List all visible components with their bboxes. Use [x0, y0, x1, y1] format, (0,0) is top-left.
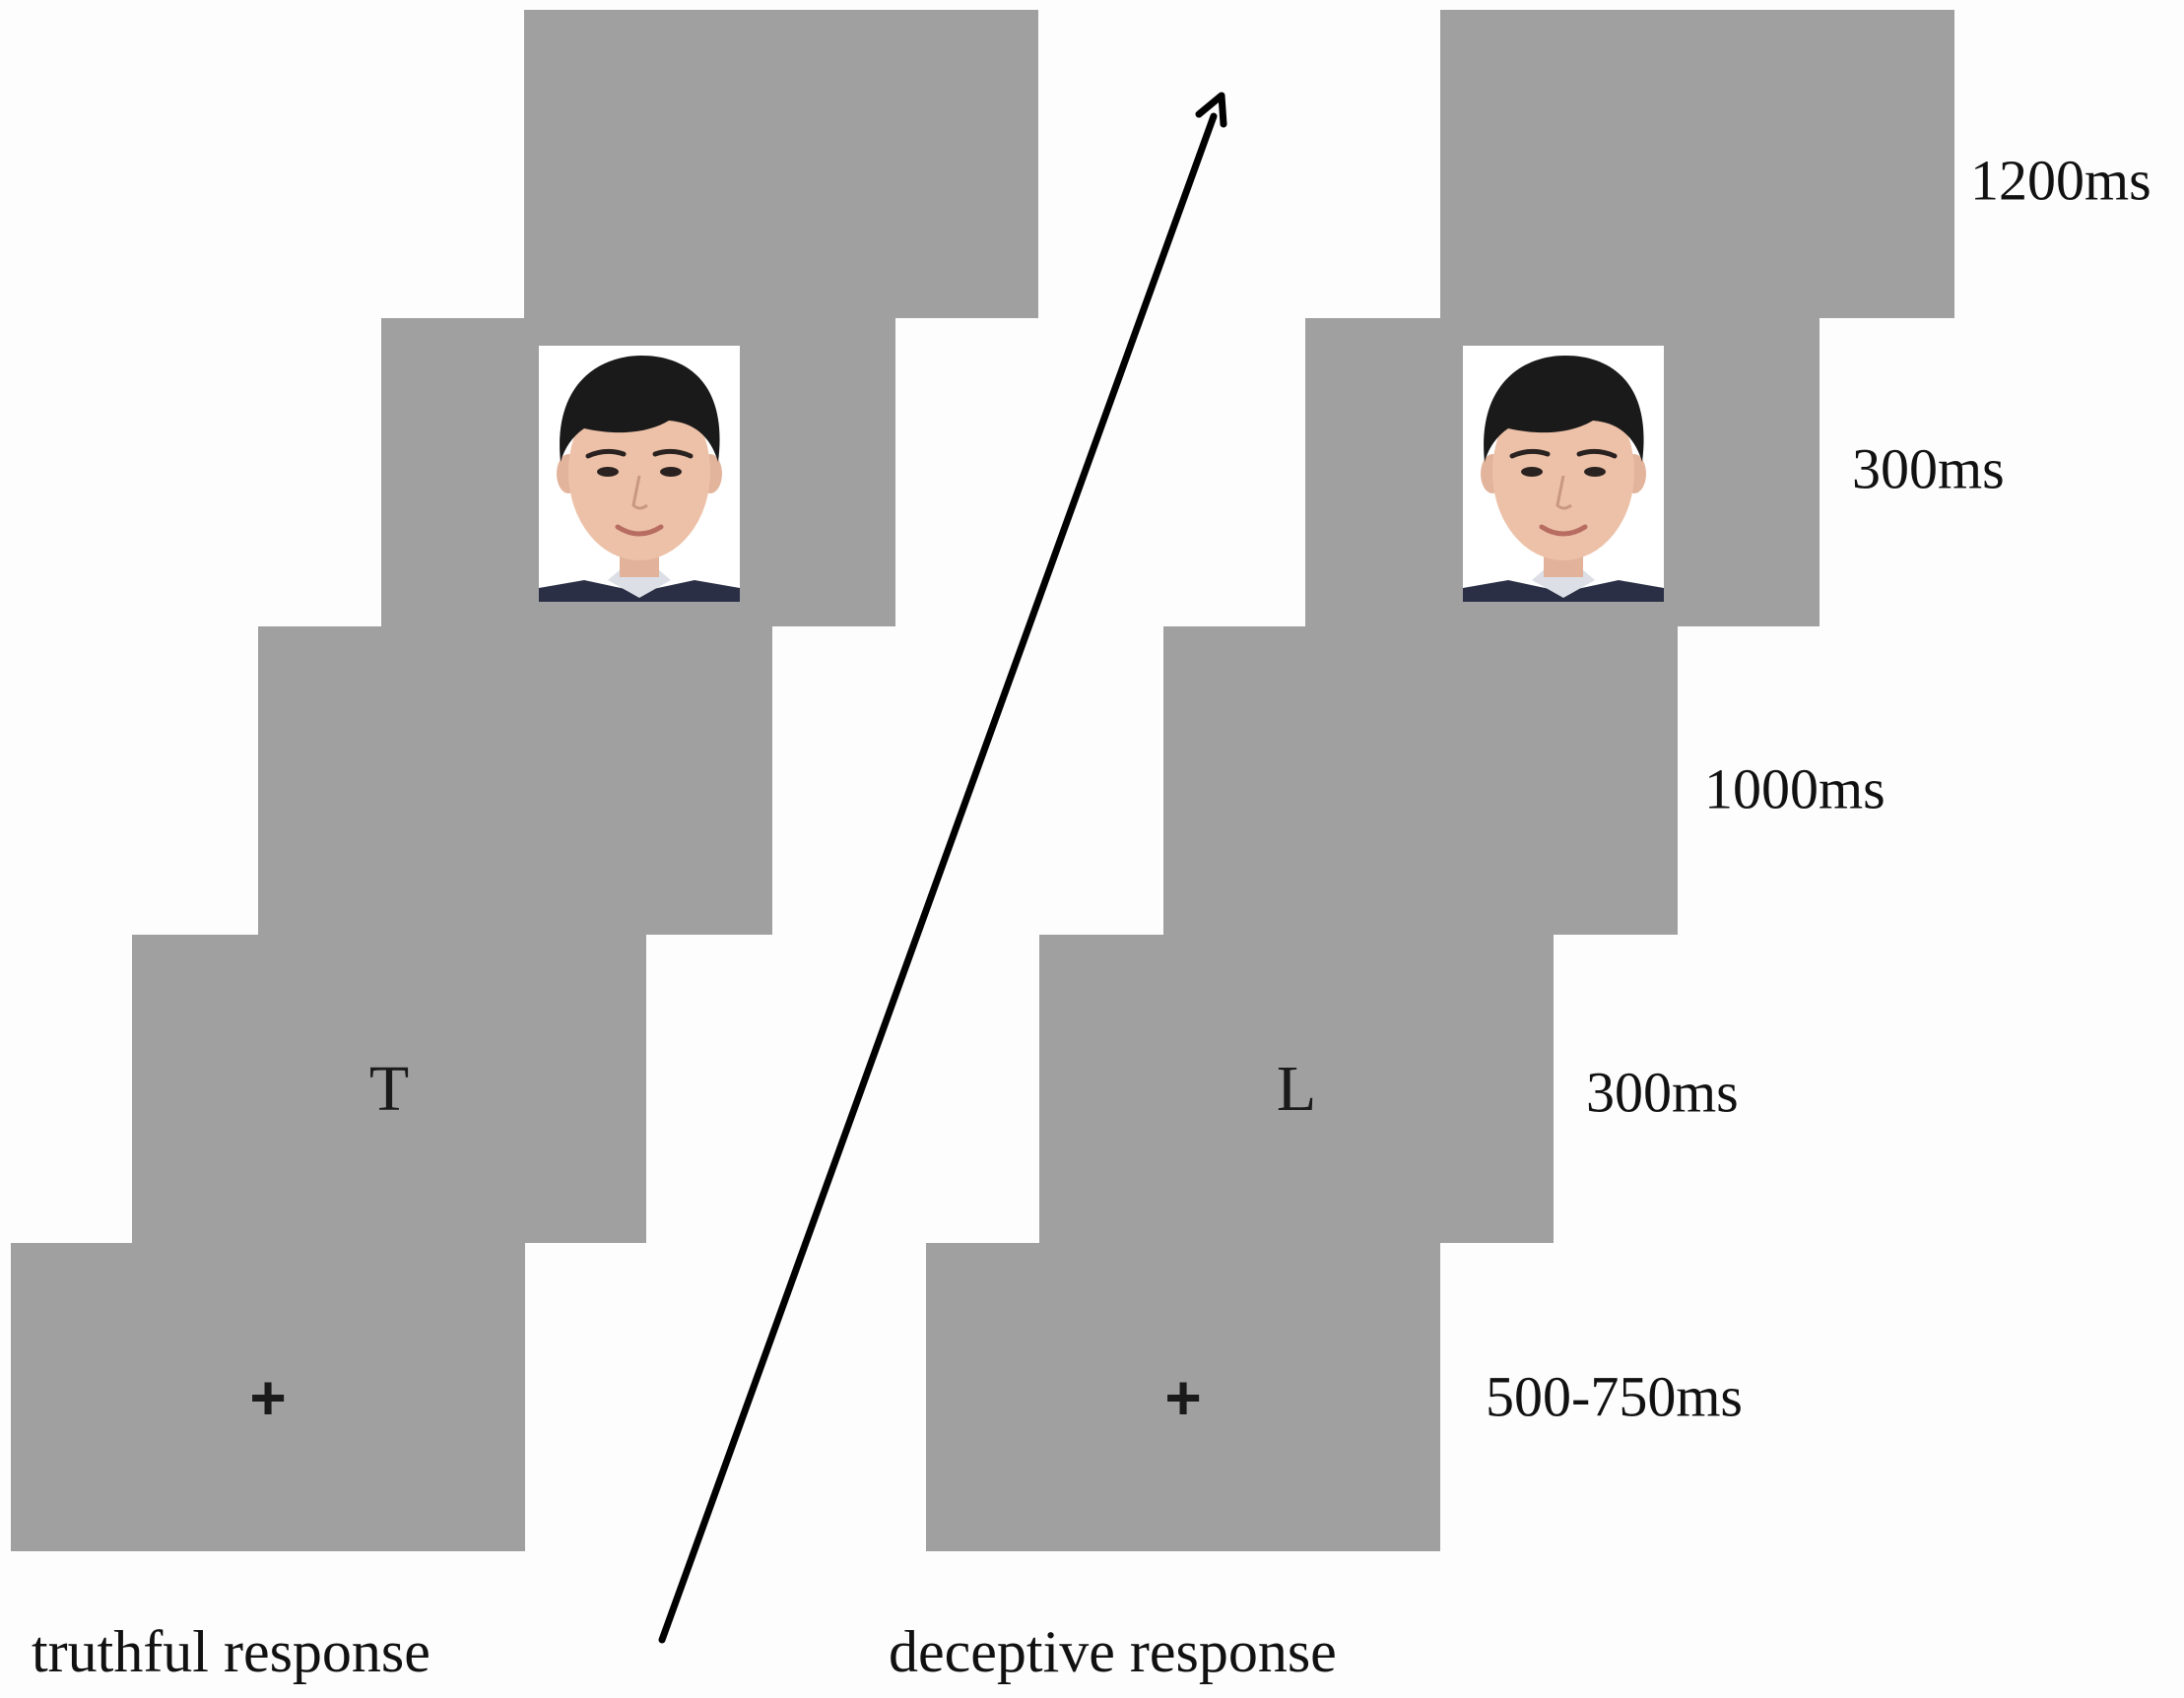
deceptive-fixation-screen: +	[926, 1243, 1440, 1551]
truthful-blank-mid-screen	[258, 626, 772, 935]
duration-face: 300ms	[1852, 436, 2005, 501]
deceptive-face-screen	[1305, 318, 1820, 626]
truthful-blank-end-screen	[524, 10, 1038, 318]
truthful-face-screen	[381, 318, 895, 626]
face-photo	[539, 346, 740, 602]
fixation-cross: +	[249, 1361, 287, 1433]
deceptive-caption: deceptive response	[889, 1619, 1337, 1684]
deceptive-cue-screen: L	[1039, 935, 1554, 1243]
duration-fixation: 500-750ms	[1486, 1364, 1743, 1429]
truthful-cue-letter: T	[368, 1052, 410, 1125]
truthful-cue-screen: T	[132, 935, 646, 1243]
deceptive-blank-end-screen	[1440, 10, 1954, 318]
duration-blank-mid: 1000ms	[1704, 756, 1886, 821]
fixation-cross: +	[1164, 1361, 1202, 1433]
face-photo	[1463, 346, 1664, 602]
duration-blank-end: 1200ms	[1970, 148, 2151, 213]
truthful-fixation-screen: +	[11, 1243, 525, 1551]
truthful-caption: truthful response	[32, 1619, 430, 1684]
duration-cue: 300ms	[1586, 1060, 1739, 1125]
deceptive-cue-letter: L	[1276, 1052, 1317, 1125]
deceptive-blank-mid-screen	[1163, 626, 1678, 935]
